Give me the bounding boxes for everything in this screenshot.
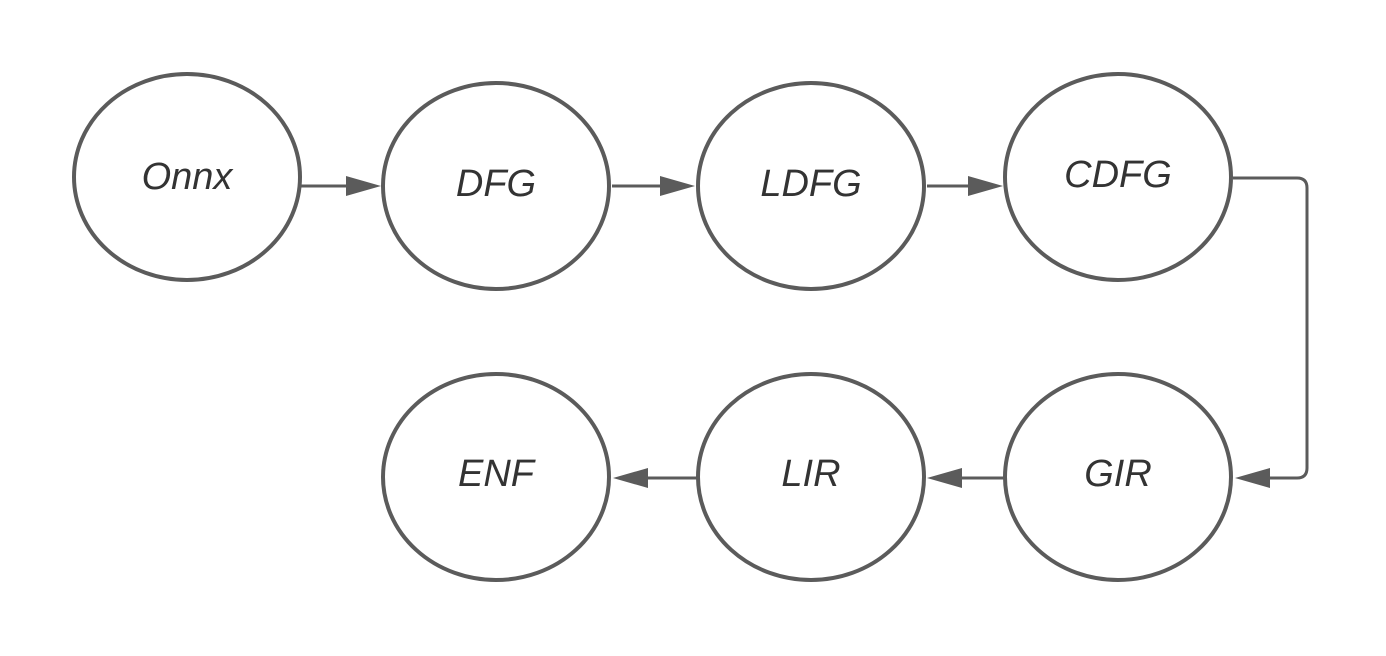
- edge-onnx-to-dfg: [301, 176, 381, 196]
- edge-lir-to-enf: [613, 468, 698, 488]
- node-enf: ENF: [381, 372, 611, 582]
- node-label-lir: LIR: [781, 453, 840, 495]
- edges: [301, 176, 1309, 488]
- edge-gir-to-lir: [927, 468, 1004, 488]
- edge-ldfg-to-cdfg: [927, 176, 1003, 196]
- node-ldfg: LDFG: [696, 81, 926, 291]
- node-onnx: Onnx: [72, 72, 302, 282]
- node-gir: GIR: [1003, 372, 1233, 582]
- node-label-gir: GIR: [1084, 453, 1152, 495]
- node-lir: LIR: [696, 372, 926, 582]
- nodes: Onnx DFG LDFG CDFG GIR LIR ENF: [72, 72, 1233, 582]
- node-label-enf: ENF: [458, 453, 536, 495]
- node-label-cdfg: CDFG: [1064, 154, 1172, 196]
- node-label-dfg: DFG: [456, 163, 536, 205]
- node-dfg: DFG: [381, 81, 611, 291]
- edge-dfg-to-ldfg: [612, 176, 695, 196]
- node-label-onnx: Onnx: [142, 156, 235, 198]
- node-label-ldfg: LDFG: [760, 163, 861, 205]
- edge-cdfg-to-gir: [1233, 176, 1309, 488]
- node-cdfg: CDFG: [1003, 72, 1233, 282]
